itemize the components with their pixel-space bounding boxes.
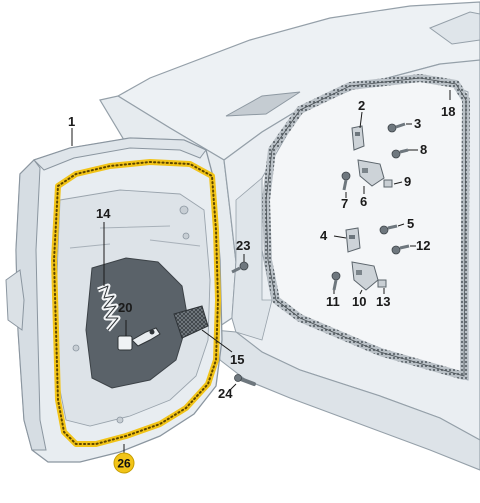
leader-lines <box>71 90 451 454</box>
lower-hinge-lower-half <box>351 261 379 291</box>
lower-hinge-bracket <box>345 227 361 253</box>
callout-labels: 1 2 3 8 9 7 6 18 4 5 12 11 10 13 14 20 1… <box>68 98 455 401</box>
callout-7: 7 <box>341 196 348 211</box>
callout-11: 11 <box>326 294 340 309</box>
lower-hinge-bolt-11 <box>331 271 341 291</box>
lower-hinge-cap <box>377 279 387 288</box>
callout-1: 1 <box>68 114 75 129</box>
callout-4: 4 <box>320 228 328 243</box>
upper-hinge-cap <box>383 179 393 188</box>
lower-hinge-assembly <box>331 224 410 291</box>
callout-18: 18 <box>441 104 455 119</box>
callout-20: 20 <box>118 300 132 315</box>
front-door <box>5 137 223 463</box>
callout-15: 15 <box>230 352 244 367</box>
callout-12: 12 <box>416 238 430 253</box>
callout-6: 6 <box>360 194 367 209</box>
callout-10: 10 <box>352 294 366 309</box>
upper-hinge-lower-half <box>357 159 385 187</box>
callout-5: 5 <box>407 216 414 231</box>
lower-hinge-bolt-5 <box>379 224 398 235</box>
door-lock-mechanism <box>117 327 161 351</box>
callout-14: 14 <box>96 206 111 221</box>
callout-2: 2 <box>358 98 365 113</box>
callout-24: 24 <box>218 386 233 401</box>
callout-26-badge: 26 <box>113 452 135 474</box>
callout-26: 26 <box>117 457 131 471</box>
lower-hinge-bolt-12 <box>391 244 410 255</box>
callout-9: 9 <box>404 174 411 189</box>
upper-hinge-bolt-7 <box>341 171 351 191</box>
bolt-23 <box>231 261 249 274</box>
upper-hinge-bolt-3 <box>387 122 406 133</box>
callout-3: 3 <box>414 116 421 131</box>
upper-hinge-bracket <box>351 125 365 151</box>
callout-23: 23 <box>236 238 250 253</box>
callout-8: 8 <box>420 142 427 157</box>
upper-hinge-assembly <box>341 122 409 191</box>
speaker-grille <box>173 305 209 339</box>
callout-13: 13 <box>376 294 390 309</box>
bolt-24 <box>234 374 256 386</box>
upper-hinge-bolt-8 <box>391 148 409 159</box>
